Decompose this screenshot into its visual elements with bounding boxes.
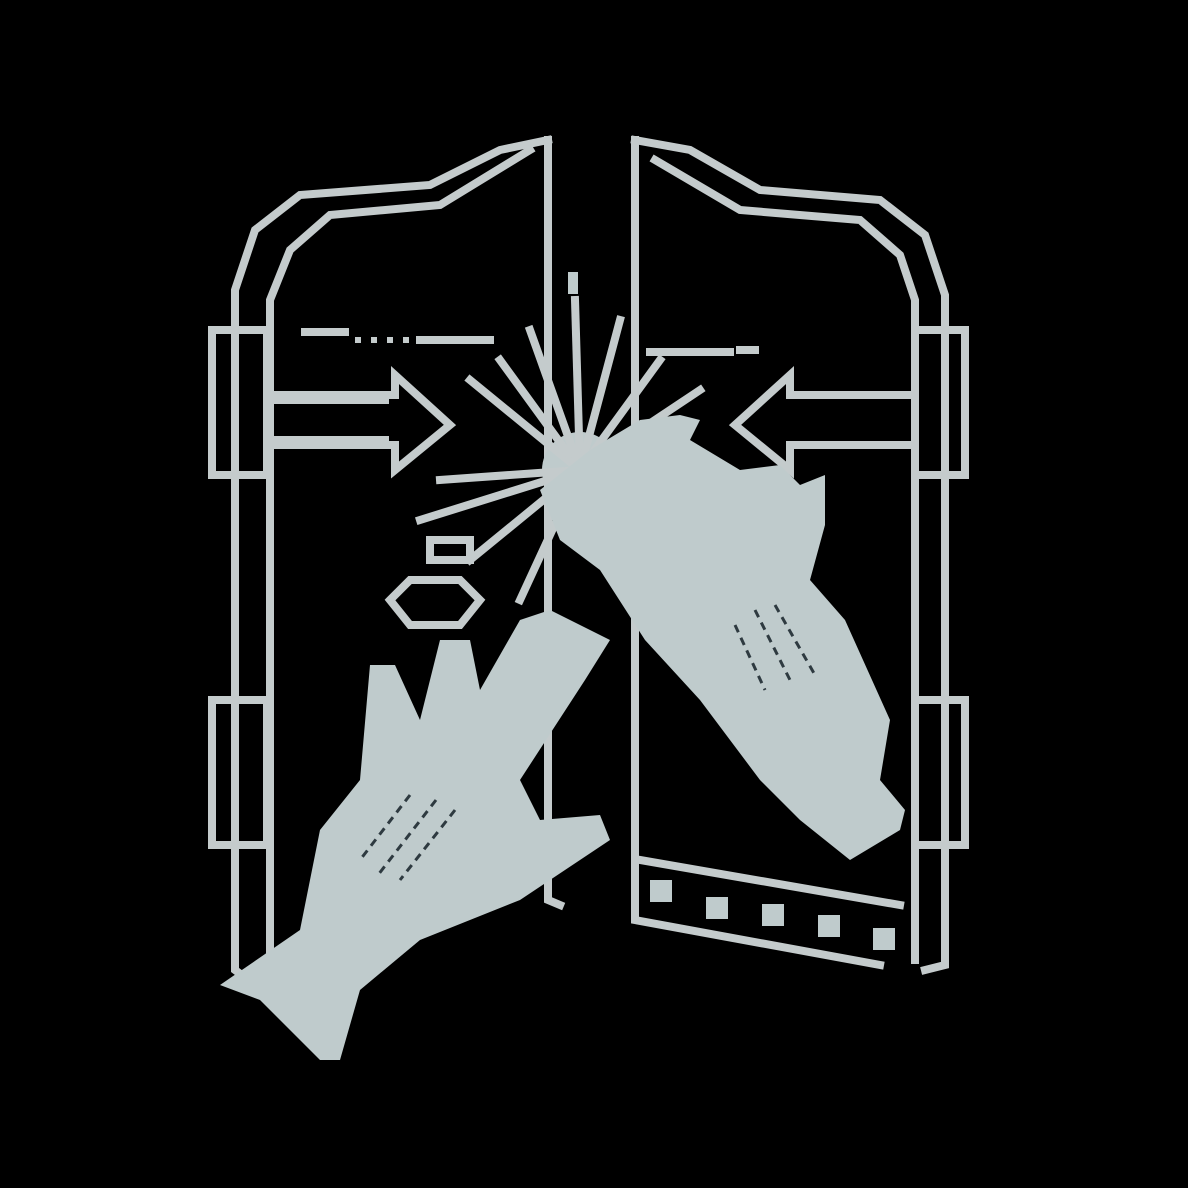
right-arrow — [728, 365, 914, 479]
right-hand — [540, 415, 905, 860]
dotted-speed-lines — [301, 328, 759, 356]
left-page — [208, 135, 566, 991]
left-hand — [220, 610, 610, 1060]
right-page — [630, 135, 969, 975]
dot-row — [650, 880, 895, 950]
left-arrow — [271, 365, 457, 479]
